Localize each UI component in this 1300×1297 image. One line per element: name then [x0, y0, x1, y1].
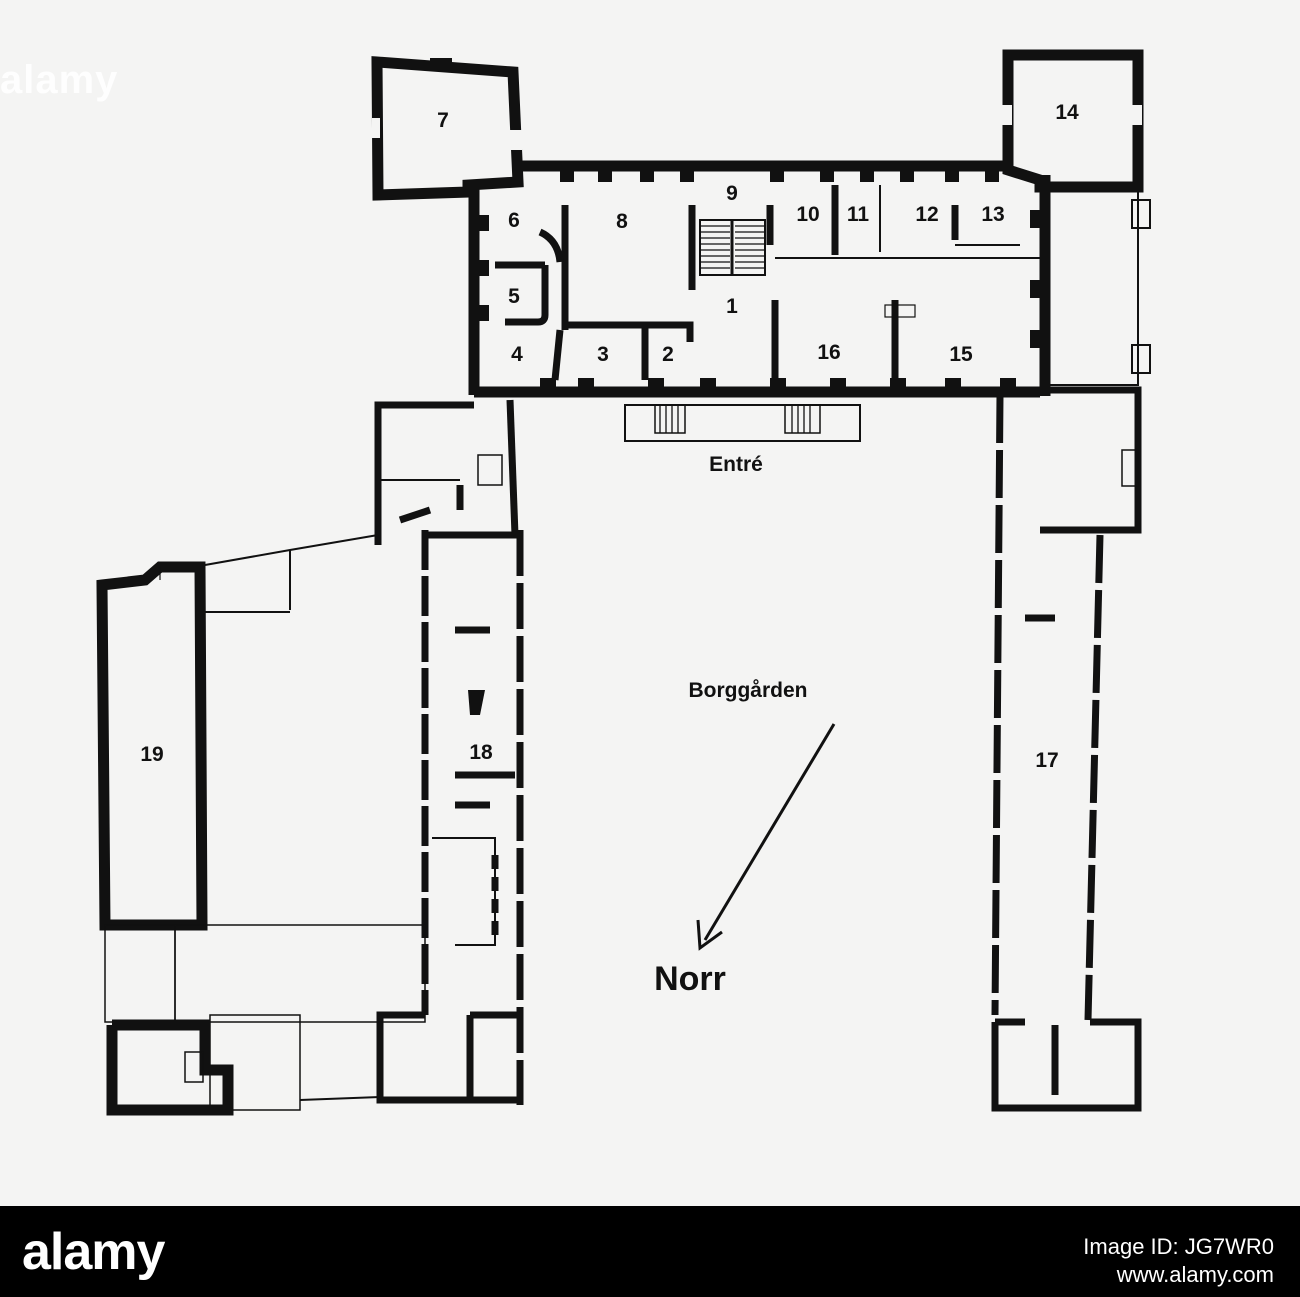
room-14-label: 14 — [1055, 101, 1079, 124]
watermark: alamy — [0, 58, 119, 102]
room-15-label: 15 — [949, 343, 973, 366]
room-7-label: 7 — [437, 109, 449, 132]
room-labels: 1 2 3 4 5 6 7 8 9 10 11 12 13 14 15 16 1… — [140, 101, 1079, 998]
room-11-label: 11 — [847, 203, 870, 226]
room-19-label: 19 — [140, 743, 163, 766]
room-8-label: 8 — [616, 210, 628, 233]
entrance-label: Entré — [709, 453, 763, 476]
entrance-steps — [624, 404, 861, 442]
footer-url: www.alamy.com — [1116, 1262, 1274, 1287]
main-staircase — [699, 219, 766, 276]
east-annex — [1045, 182, 1151, 386]
room-13-label: 13 — [981, 203, 1004, 226]
north-label: Norr — [654, 960, 726, 998]
north-arrow — [696, 723, 836, 951]
footer-bar: alamy Image ID: JG7WR0 www.alamy.com — [0, 1206, 1300, 1297]
room-6-label: 6 — [508, 209, 520, 232]
east-wing-17 — [991, 386, 1142, 1112]
room-1-label: 1 — [726, 295, 738, 318]
floor-plan: 1 2 3 4 5 6 7 8 9 10 11 12 13 14 15 16 1… — [96, 49, 1151, 1116]
room-3-label: 3 — [597, 343, 609, 366]
southwest-outbuildings — [104, 924, 426, 1116]
room-16-label: 16 — [817, 341, 840, 364]
room-4-label: 4 — [511, 343, 523, 366]
room-12-label: 12 — [915, 203, 938, 226]
footer-image-id: Image ID: JG7WR0 — [1083, 1234, 1274, 1259]
west-wing-18 — [374, 399, 524, 1105]
passage — [204, 534, 379, 613]
room-18-label: 18 — [469, 741, 493, 764]
main-wing — [468, 160, 1051, 398]
room-10-label: 10 — [796, 203, 819, 226]
room-9-label: 9 — [726, 182, 738, 205]
room-5-label: 5 — [508, 285, 520, 308]
room-17-label: 17 — [1035, 749, 1058, 772]
footer-brand-logo: alamy — [22, 1223, 165, 1281]
room-2-label: 2 — [662, 343, 674, 366]
tower-7 — [371, 56, 524, 201]
courtyard-label: Borggården — [688, 679, 807, 702]
